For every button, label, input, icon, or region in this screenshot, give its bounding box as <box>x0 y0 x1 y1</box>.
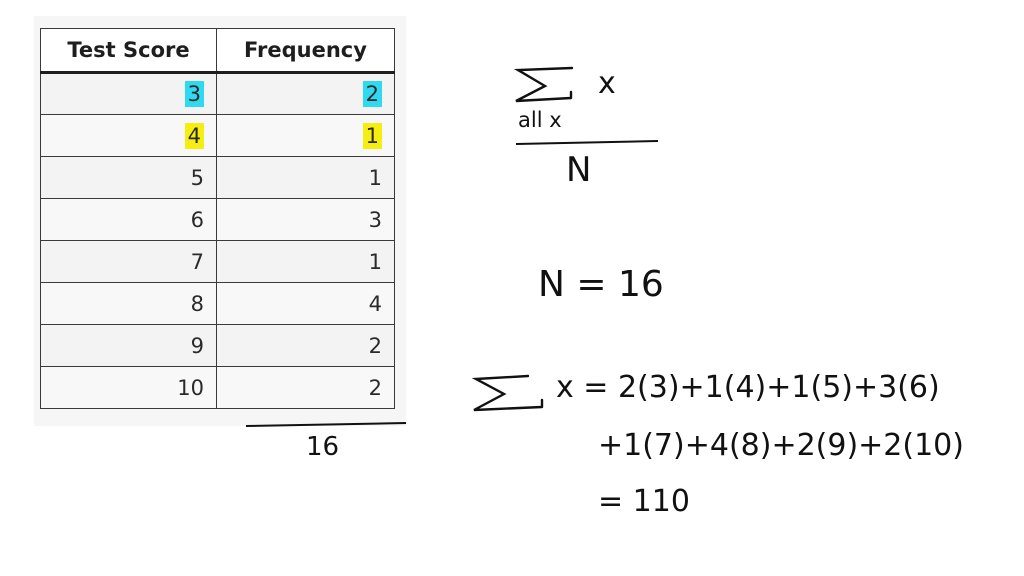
frequency-cell: 1 <box>216 156 395 199</box>
formula-denominator: N <box>566 150 592 190</box>
score-cell: 10 <box>40 366 217 409</box>
score-cell: 9 <box>40 324 217 367</box>
score-cell: 6 <box>40 198 217 241</box>
frequency-cell: 2 <box>216 72 395 115</box>
sigma-symbol-top <box>513 66 574 103</box>
header-frequency: Frequency <box>216 28 395 74</box>
table-row: 9 2 <box>40 324 395 367</box>
n-value: N = 16 <box>538 264 664 305</box>
score-cell: 7 <box>40 240 217 283</box>
highlighted-score: 3 <box>184 81 204 107</box>
frequency-cell: 2 <box>216 324 395 367</box>
frequency-cell: 1 <box>216 114 395 157</box>
frequency-cell: 2 <box>216 366 395 409</box>
highlighted-score: 4 <box>184 122 204 149</box>
sum-line-1: x = 2(3)+1(4)+1(5)+3(6) <box>556 370 940 405</box>
frequency-cell: 4 <box>216 282 395 325</box>
highlighted-frequency: 2 <box>362 81 382 107</box>
handwritten-total: 16 <box>306 432 340 462</box>
highlighted-frequency: 1 <box>362 122 382 149</box>
table-row: 8 4 <box>40 282 395 325</box>
formula-variable: x <box>598 66 616 101</box>
table-row: 6 3 <box>40 198 395 241</box>
header-test-score: Test Score <box>40 28 217 74</box>
score-cell: 4 <box>40 114 217 157</box>
sigma-symbol-bottom <box>471 374 544 412</box>
sum-result: = 110 <box>598 484 690 519</box>
fraction-bar <box>515 140 659 145</box>
score-cell: 5 <box>40 156 217 199</box>
total-underline <box>245 422 407 427</box>
frequency-table: Test Score Frequency 3 2 4 1 5 1 6 3 7 1… <box>40 28 395 409</box>
sum-line-2: +1(7)+4(8)+2(9)+2(10) <box>598 428 964 463</box>
frequency-cell: 1 <box>216 240 395 283</box>
frequency-cell: 3 <box>216 198 395 241</box>
formula-subscript: all x <box>518 108 562 132</box>
table-row: 5 1 <box>40 156 395 199</box>
table-row: 7 1 <box>40 240 395 283</box>
table-row: 10 2 <box>40 366 395 409</box>
table-row: 4 1 <box>40 114 395 157</box>
score-cell: 8 <box>40 282 217 325</box>
table-header-row: Test Score Frequency <box>40 28 395 74</box>
